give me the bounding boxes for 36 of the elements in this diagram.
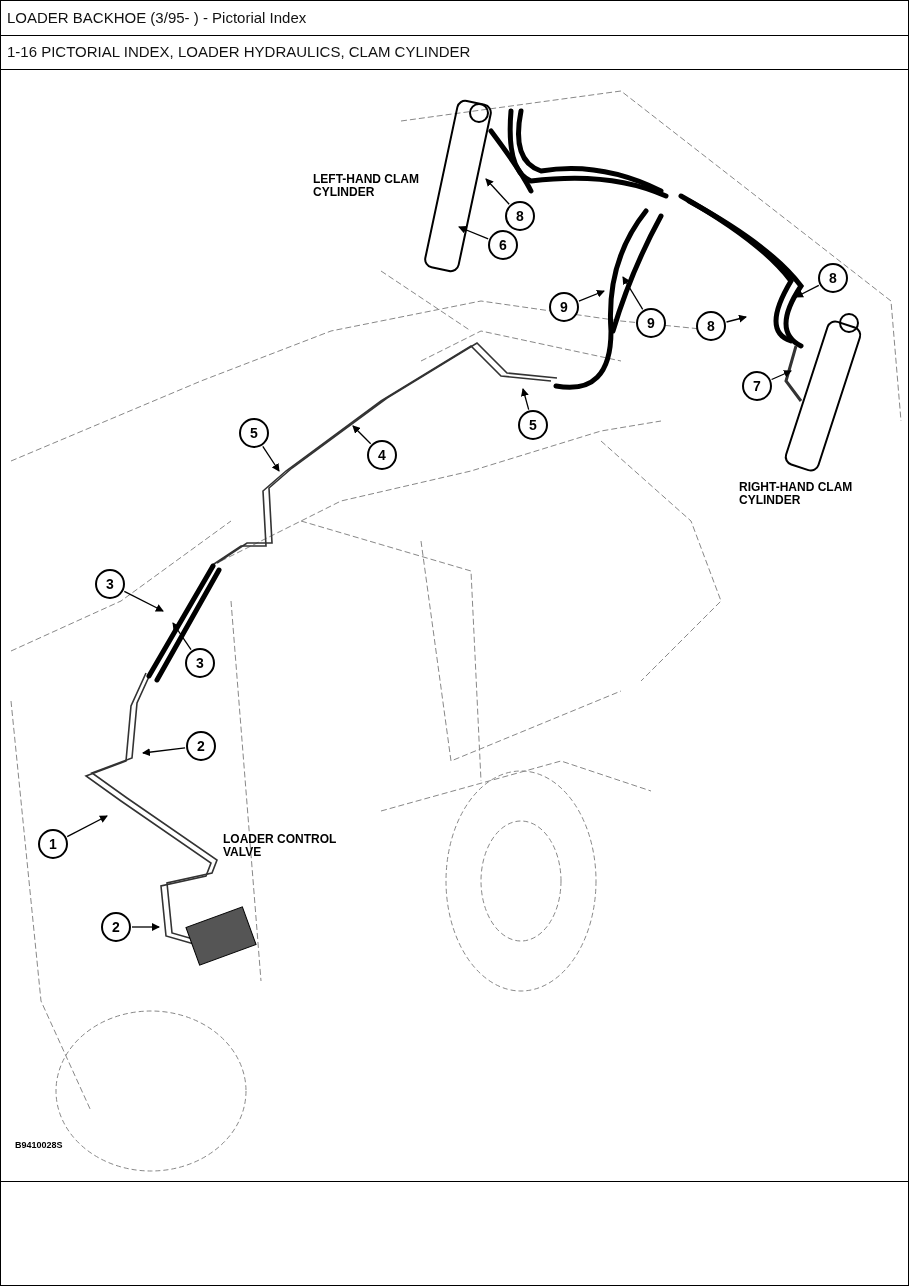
- leader-line: [172, 622, 192, 651]
- leader-line: [262, 445, 280, 472]
- leader-line: [131, 923, 160, 931]
- page-subtitle: 1-16 PICTORIAL INDEX, LOADER HYDRAULICS, CLAM CYLINDER: [7, 43, 471, 60]
- page-title: LOADER BACKHOE (3/95- ) - Pictorial Index: [7, 9, 307, 26]
- callout-number: 9: [549, 292, 579, 322]
- leader-line: [521, 388, 530, 411]
- part-label: LOADER CONTROL VALVE: [223, 833, 338, 859]
- leader-line: [123, 590, 164, 612]
- leader-line: [352, 425, 372, 445]
- callout-number: 3: [185, 648, 215, 678]
- callout-number: 8: [505, 201, 535, 231]
- leader-line: [142, 747, 186, 757]
- callout-number: 6: [488, 230, 518, 260]
- leader-line: [485, 178, 510, 205]
- callout-number: 9: [636, 308, 666, 338]
- callout-number: 4: [367, 440, 397, 470]
- drawing-number: B9410028S: [15, 1139, 63, 1152]
- callout-number: 2: [101, 912, 131, 942]
- callout-number: 1: [38, 829, 68, 859]
- leader-line: [622, 276, 644, 310]
- part-label: RIGHT-HAND CLAM CYLINDER: [739, 481, 854, 507]
- callout-number: 8: [696, 311, 726, 341]
- leader-line: [725, 314, 747, 323]
- callout-number: 5: [239, 418, 269, 448]
- part-label: LEFT-HAND CLAM CYLINDER: [313, 173, 420, 199]
- leader-line: [795, 284, 820, 298]
- leader-line: [770, 370, 792, 381]
- leader-line: [578, 289, 605, 302]
- callout-number: 5: [518, 410, 548, 440]
- leader-line: [458, 225, 489, 240]
- callout-number: 7: [742, 371, 772, 401]
- callout-number: 8: [818, 263, 848, 293]
- callout-number: 3: [95, 569, 125, 599]
- callout-number: 2: [186, 731, 216, 761]
- leader-line: [66, 815, 108, 838]
